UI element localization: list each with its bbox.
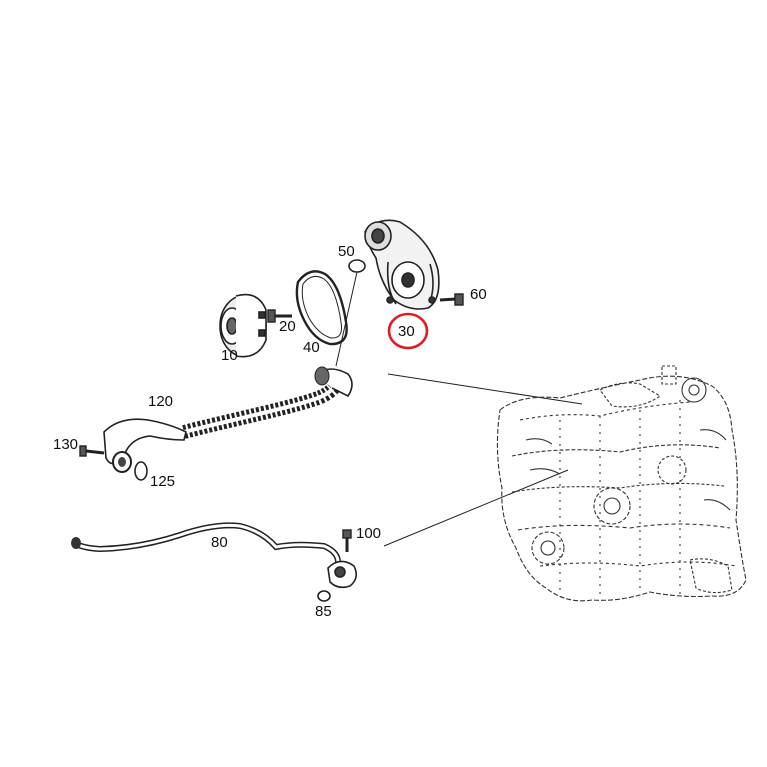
part-30-cover: [364, 219, 440, 310]
leader-line-top: [387, 373, 583, 405]
part-40-gasket: [295, 270, 348, 346]
engine-block-illustration: [496, 365, 747, 602]
label-part-125: 125: [150, 473, 175, 490]
part-120-breather-hose: [103, 366, 353, 473]
leader-line-bottom: [383, 469, 569, 547]
part-85-seal-ring: [317, 590, 331, 602]
part-60-bolt: [439, 293, 464, 306]
part-80-oil-line: [71, 522, 341, 563]
part-80-fitting: [327, 560, 358, 589]
label-part-120: 120: [148, 393, 173, 410]
label-part-50: 50: [338, 243, 355, 260]
part-125-seal-ring: [134, 461, 148, 481]
label-part-30: 30: [398, 323, 415, 340]
part-50-o-ring: [348, 259, 366, 273]
part-100-bolt: [342, 529, 352, 552]
label-part-130: 130: [53, 436, 78, 453]
part-20-bolt: [267, 309, 292, 323]
part-130-bolt: [79, 445, 105, 457]
label-part-100: 100: [356, 525, 381, 542]
label-part-20: 20: [279, 318, 296, 335]
label-part-85: 85: [315, 603, 332, 620]
highlight-circle-part-30: [387, 312, 429, 350]
part-10-oil-separator-cap: [219, 293, 267, 358]
label-part-10: 10: [221, 347, 238, 364]
label-part-80: 80: [211, 534, 228, 551]
label-part-60: 60: [470, 286, 487, 303]
label-part-40: 40: [303, 339, 320, 356]
